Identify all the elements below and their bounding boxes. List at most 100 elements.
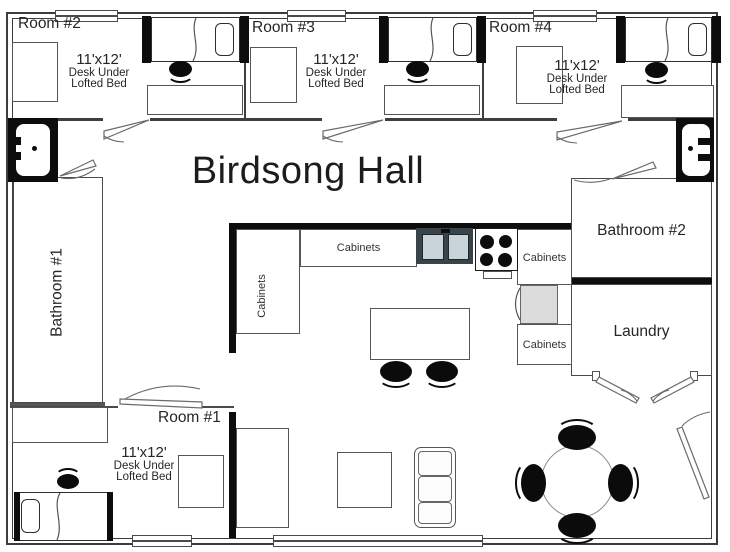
- wall-stub: [616, 16, 625, 63]
- room1-bed-post: [14, 492, 20, 541]
- faucet-handle-icon: [698, 138, 712, 145]
- room1-bed-post: [107, 492, 113, 541]
- room1-pillow: [21, 499, 40, 533]
- wall: [385, 118, 557, 121]
- laundry-label: Laundry: [613, 323, 670, 340]
- faucet-handle-icon: [8, 137, 21, 145]
- laundry-door-opening: [600, 372, 690, 381]
- door-jamb: [690, 371, 698, 381]
- sofa-cushion: [418, 451, 452, 476]
- room2-desc2: Lofted Bed: [71, 78, 127, 90]
- wall: [628, 118, 682, 121]
- bathroom1-bottom-wall: [10, 402, 105, 406]
- burner-icon: [480, 235, 494, 249]
- room3-closet: [250, 47, 297, 103]
- room2-desk: [147, 85, 243, 115]
- room4-closet: [516, 46, 563, 104]
- room1-desk: [12, 407, 108, 443]
- window: [287, 10, 346, 22]
- dining-table: [541, 445, 614, 518]
- room1-desc1: Desk Under: [113, 460, 175, 472]
- room2-label: Room #2: [18, 15, 81, 32]
- door-jamb: [592, 371, 600, 381]
- dining-chair: [556, 419, 598, 450]
- faucet-icon: [441, 229, 450, 233]
- room3-pillow: [453, 23, 472, 56]
- room3-size: 11'x12': [313, 51, 359, 68]
- room1-desc2: Lofted Bed: [116, 471, 172, 483]
- sofa-cushion: [418, 502, 452, 524]
- room1-top-wall: [202, 406, 234, 408]
- room4-desk-chair: [643, 62, 670, 85]
- island-stool: [378, 361, 414, 389]
- room4-desc1: Desk Under: [546, 73, 608, 85]
- room2-pillow: [215, 23, 234, 56]
- room4-label: Room #4: [489, 19, 552, 36]
- sofa-cushion: [418, 476, 452, 502]
- wall: [150, 118, 322, 121]
- burner-icon: [480, 253, 493, 266]
- cabinets-top: [300, 229, 417, 267]
- kitchen-island: [370, 308, 470, 360]
- burner-icon: [499, 235, 512, 248]
- room3-desk: [384, 85, 480, 115]
- window: [55, 10, 118, 22]
- room1-size: 11'x12': [121, 444, 167, 461]
- island-stool: [424, 361, 460, 389]
- tv-stand: [236, 428, 289, 528]
- wall-stub: [379, 16, 388, 63]
- cabinets-right-upper-label: Cabinets: [522, 252, 567, 264]
- stove-drawer: [483, 271, 512, 279]
- room4-info: 11'x12' Desk Under Lofted Bed: [532, 57, 622, 96]
- room3-info: 11'x12' Desk Under Lofted Bed: [291, 51, 381, 90]
- bathroom2-laundry-divider: [571, 277, 712, 284]
- dining-chair: [608, 462, 639, 504]
- cabinets-right-lower: [517, 324, 572, 365]
- faucet-handle-icon: [8, 152, 21, 160]
- room4-pillow: [688, 23, 707, 56]
- room2-closet: [12, 42, 58, 102]
- living-room-wall: [229, 412, 236, 538]
- room4-desc2: Lofted Bed: [549, 84, 605, 96]
- room1-label: Room #1: [158, 409, 221, 426]
- appliance-dishwasher: [520, 285, 558, 324]
- cabinets-left-label: Cabinets: [256, 274, 268, 318]
- wall-stub: [477, 16, 486, 63]
- bathroom1-label: Bathroom #1: [48, 248, 66, 337]
- room1-info: 11'x12' Desk Under Lofted Bed: [99, 444, 189, 483]
- cabinets-left: [236, 229, 300, 334]
- kitchen-wall: [230, 223, 572, 229]
- bathroom2-label: Bathroom #2: [597, 222, 686, 239]
- room3-label: Room #3: [252, 19, 315, 36]
- hall-title: Birdsong Hall: [191, 150, 425, 192]
- window: [533, 10, 597, 22]
- bathroom2-sink-basin: [682, 124, 710, 176]
- wall: [482, 20, 484, 118]
- room1-desk-chair: [55, 468, 81, 489]
- room4-size: 11'x12': [554, 57, 600, 74]
- cabinets-right-upper: [517, 229, 572, 285]
- faucet-handle-icon: [698, 154, 712, 161]
- room3-desc2: Lofted Bed: [308, 78, 364, 90]
- coffee-table: [337, 452, 392, 508]
- burner-icon: [498, 253, 512, 267]
- wall: [244, 20, 246, 118]
- dining-chair: [556, 513, 598, 544]
- room3-desc1: Desk Under: [305, 67, 367, 79]
- window: [132, 535, 192, 547]
- drain-icon: [32, 146, 37, 151]
- drain-icon: [688, 146, 693, 151]
- wall-stub: [142, 16, 151, 63]
- wall-stub: [712, 16, 721, 63]
- bathroom1-room: [13, 177, 103, 403]
- room2-desk-chair: [167, 61, 194, 84]
- room3-desk-chair: [404, 61, 431, 84]
- room1-desk2: [178, 455, 224, 508]
- kitchen-wall: [229, 223, 236, 353]
- room4-desk: [621, 85, 714, 118]
- cabinets-top-label: Cabinets: [336, 242, 381, 254]
- room2-info: 11'x12' Desk Under Lofted Bed: [54, 51, 144, 90]
- window: [273, 535, 483, 547]
- sink-basin-right: [448, 234, 469, 260]
